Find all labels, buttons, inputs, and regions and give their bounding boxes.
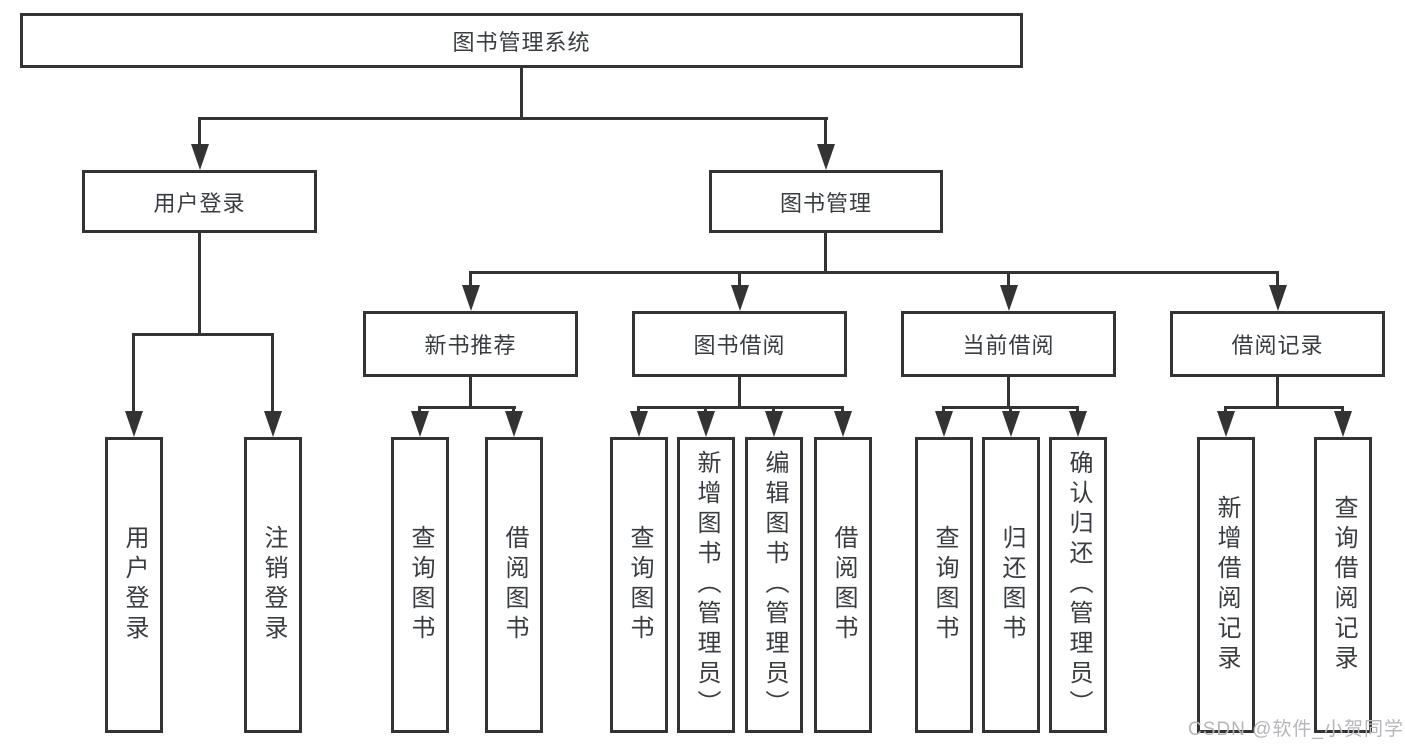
leaf-edit-book-admin: 编辑图书（管理员） [745,437,803,733]
connector-line [738,271,741,287]
connector-line [841,406,844,414]
arrow-down-icon [817,144,835,170]
arrow-down-icon [731,285,749,311]
connector-line [418,406,516,409]
node-borrow-records: 借阅记录 [1170,311,1385,377]
connector-line [1341,406,1344,414]
arrow-down-icon [765,411,783,437]
arrow-down-icon [264,411,282,437]
node-label: 图书借阅 [693,333,786,358]
node-label: 当前借阅 [962,333,1055,358]
leaf-label: 查询图书 [407,525,434,645]
leaf-add-borrow-record: 新增借阅记录 [1197,437,1255,733]
leaf-label: 用户登录 [121,525,148,645]
leaf-add-book-admin: 新增图书（管理员） [677,437,735,733]
arrow-down-icon [630,411,648,437]
leaf-return-book: 归还图书 [982,437,1040,733]
leaf-query-books-1: 查询图书 [391,437,449,733]
arrow-down-icon [191,144,209,170]
connector-line [1276,377,1279,409]
leaf-label: 借阅图书 [830,525,857,645]
connector-line [198,117,201,147]
node-current-borrow: 当前借阅 [901,311,1116,377]
connector-line [772,406,775,414]
leaf-borrow-books-2: 借阅图书 [814,437,872,733]
connector-line [1224,406,1227,414]
node-user-login: 用户登录 [82,170,317,233]
arrow-down-icon [505,411,523,437]
leaf-query-books-2: 查询图书 [610,437,668,733]
arrow-down-icon [1334,411,1352,437]
connector-line [824,117,827,147]
connector-line [637,406,844,409]
leaf-label: 新增图书（管理员） [693,450,720,720]
node-root-label: 图书管理系统 [452,29,591,55]
connector-line [469,377,472,409]
leaf-label: 注销登录 [260,525,287,645]
connector-line [1276,271,1279,287]
arrow-down-icon [1002,411,1020,437]
leaf-borrow-books-1: 借阅图书 [485,437,543,733]
node-root: 图书管理系统 [20,13,1023,68]
connector-line [469,271,472,287]
leaf-query-books-3: 查询图书 [915,437,973,733]
connector-line [198,117,828,120]
leaf-label: 查询借阅记录 [1330,495,1357,675]
connector-line [271,333,274,413]
node-new-book-recommend: 新书推荐 [363,311,578,377]
connector-line [469,271,1279,274]
node-label: 借阅记录 [1231,333,1324,358]
connector-line [512,406,515,414]
leaf-confirm-return-admin: 确认归还（管理员） [1049,437,1107,733]
arrow-down-icon [125,411,143,437]
arrow-down-icon [1000,285,1018,311]
arrow-down-icon [697,411,715,437]
connector-line [1076,406,1079,414]
arrow-down-icon [1269,285,1287,311]
arrow-down-icon [935,411,953,437]
leaf-label: 查询图书 [931,525,958,645]
connector-line [738,377,741,409]
connector-line [198,233,201,336]
leaf-query-borrow-record: 查询借阅记录 [1314,437,1372,733]
leaf-logout: 注销登录 [244,437,302,733]
connector-line [520,68,523,120]
node-label: 新书推荐 [424,333,517,358]
node-book-borrow: 图书借阅 [632,311,847,377]
leaf-label: 编辑图书（管理员） [761,450,788,720]
arrow-down-icon [834,411,852,437]
connector-line [1007,271,1010,287]
connector-line [418,406,421,414]
arrow-down-icon [1217,411,1235,437]
connector-line [1007,377,1010,409]
leaf-label: 确认归还（管理员） [1065,450,1092,720]
connector-line [824,233,827,274]
leaf-label: 查询图书 [626,525,653,645]
connector-line [132,333,274,336]
connector-line [637,406,640,414]
leaf-label: 借阅图书 [501,525,528,645]
connector-line [704,406,707,414]
connector-line [1009,406,1012,414]
connector-line [942,406,945,414]
arrow-down-icon [1069,411,1087,437]
leaf-user-login: 用户登录 [105,437,163,733]
node-label: 用户登录 [153,190,246,216]
arrow-down-icon [411,411,429,437]
arrow-down-icon [462,285,480,311]
csdn-watermark: CSDN @软件_小贺同学 [1188,719,1404,740]
leaf-label: 新增借阅记录 [1213,495,1240,675]
connector-line [1224,406,1344,409]
node-book-management: 图书管理 [709,170,943,233]
leaf-label: 归还图书 [998,525,1025,645]
node-label: 图书管理 [779,190,872,216]
connector-line [132,333,135,413]
